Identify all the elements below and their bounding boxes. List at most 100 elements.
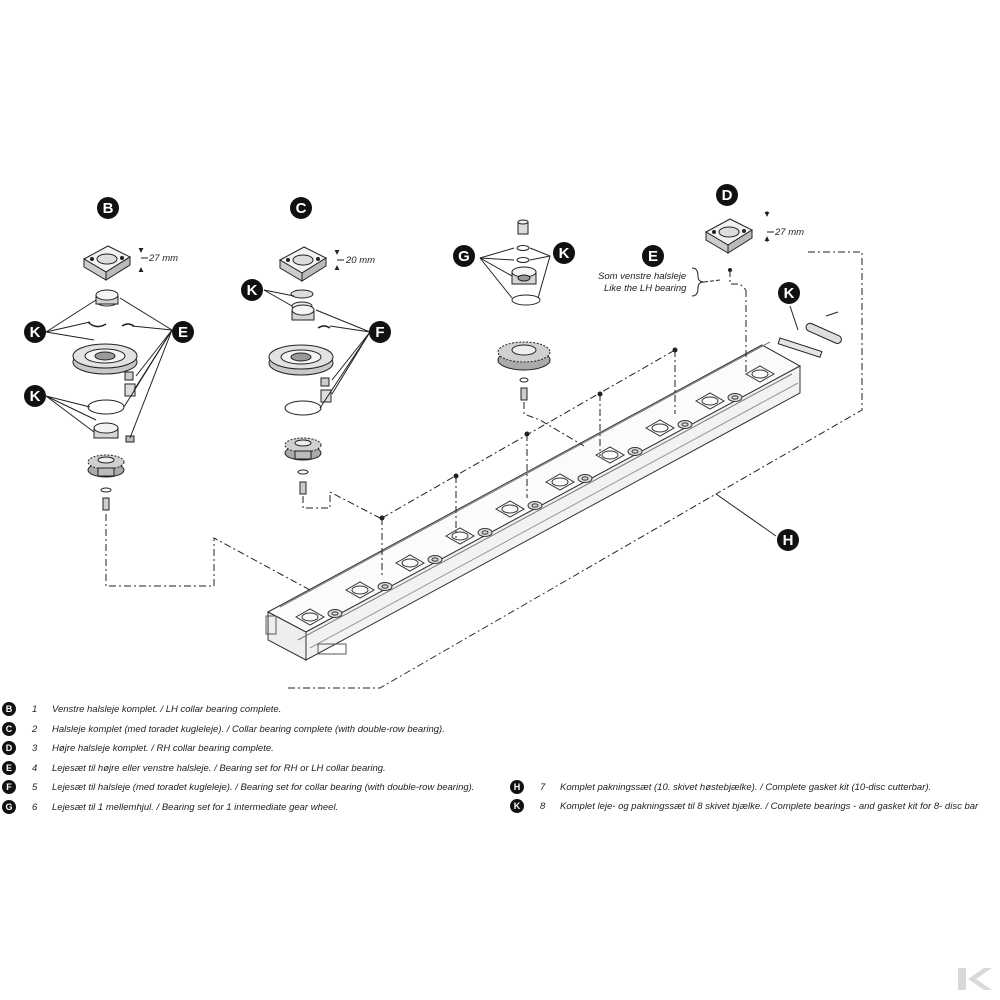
h-leader-line [715,493,777,537]
legend-row-f: F 5 Lejesæt til halsleje (med toradet ku… [2,779,474,795]
legend-number: 7 [540,781,546,793]
callout-e-b: E [172,321,194,343]
gasket-ring [527,501,543,510]
dimension-b: 27 mm [148,253,178,264]
gasket-ring [327,609,343,618]
gasket-ring [427,555,443,564]
legend-text: Lejesæt til højre eller venstre halsleje… [52,762,386,774]
callout-k-b-lower: K [24,385,46,407]
gasket-ring-inner [331,611,339,616]
bearing-seat [444,527,476,545]
svg-text:C: C [296,200,307,217]
svg-text:F: F [375,324,384,341]
brand-logo [958,968,992,990]
legend-badge: E [2,761,16,775]
legend-text: Venstre halsleje komplet. / LH collar be… [52,703,282,715]
legend-row-d: D 3 Højre halsleje komplet. / RH collar … [2,740,274,756]
bearing-hole [551,477,569,487]
bearing-hole [501,504,519,514]
svg-text:H: H [783,532,794,549]
gasket-ring [627,447,643,456]
svg-text:E: E [648,248,658,265]
gasket-ring-inner [531,503,539,508]
legend-badge: H [510,780,524,794]
dimension-c: 20 mm [345,255,375,266]
assembly-c [263,246,371,495]
assembly-b [45,245,173,511]
bearing-hole [451,531,469,541]
legend-badge: G [2,800,16,814]
gasket-ring [727,393,743,402]
gasket-ring-inner [681,422,689,427]
bearing-seat [744,365,776,383]
callout-f: F [369,321,391,343]
legend-number: 3 [32,742,38,754]
callout-c: C [290,197,312,219]
callout-h: H [777,529,799,551]
note-e-bracket [691,267,721,297]
note-e-line2: Like the LH bearing [604,283,687,294]
callout-g: G [453,245,475,267]
bearing-seat [644,419,676,437]
gasket-ring [377,582,393,591]
callout-e-note: E [642,245,664,267]
legend-number: 8 [540,800,546,812]
svg-text:K: K [30,324,41,341]
bearing-hole [701,396,719,406]
bearing-seat [344,581,376,599]
bearing-hole [751,369,769,379]
dimension-d: 27 mm [774,227,804,238]
bearing-seat [544,473,576,491]
callout-k-d: K [778,282,800,304]
note-e-line1: Som venstre halsleje [598,271,686,282]
legend-badge: C [2,722,16,736]
gasket-ring [677,420,693,429]
legend-text: Lejesæt til 1 mellemhjul. / Bearing set … [52,801,339,813]
legend-number: 2 [32,723,38,735]
svg-text:E: E [178,324,188,341]
legend-row-g: G 6 Lejesæt til 1 mellemhjul. / Bearing … [2,799,338,815]
guideline-dots [379,347,678,521]
svg-text:K: K [247,282,258,299]
bearing-seat [494,500,526,518]
legend-row-b: B 1 Venstre halsleje komplet. / LH colla… [2,701,281,717]
svg-text:G: G [458,248,470,265]
bearing-seat [694,392,726,410]
legend-badge: K [510,799,524,813]
bearing-hole [351,585,369,595]
svg-text:K: K [784,285,795,302]
gasket-ring [477,528,493,537]
callout-d: D [716,184,738,206]
legend-number: 1 [32,703,38,715]
callout-b: B [97,197,119,219]
svg-text:D: D [722,187,733,204]
bearing-seat [594,446,626,464]
callout-k-g: K [553,242,575,264]
legend-number: 5 [32,781,38,793]
legend-text: Komplet leje- og pakningssæt til 8 skive… [560,800,979,812]
gasket-ring-inner [431,557,439,562]
bearing-hole [301,612,319,622]
cutterbar-holes [294,365,776,626]
legend-text: Komplet pakningssæt (10. skivet høstebjæ… [560,781,932,793]
assembly-d [704,211,842,358]
legend-text: Højre halsleje komplet. / RH collar bear… [52,742,274,754]
bearing-hole [401,558,419,568]
legend-badge: F [2,780,16,794]
legend-badge: B [2,702,16,716]
legend-number: 6 [32,801,38,813]
callout-k-c: K [241,279,263,301]
svg-text:B: B [103,200,114,217]
legend-row-c: C 2 Halsleje komplet (med toradet kuglel… [2,721,445,737]
legend-row-h: H 7 Komplet pakningssæt (10. skivet høst… [510,779,931,795]
gasket-ring [577,474,593,483]
assembly-g [479,219,551,401]
legend-number: 4 [32,762,38,774]
gasket-ring-inner [381,584,389,589]
legend-text: Halsleje komplet (med toradet kugleleje)… [52,723,445,735]
gasket-ring-inner [481,530,489,535]
extension-lines [105,251,863,689]
bearing-hole [601,450,619,460]
legend-badge: D [2,741,16,755]
